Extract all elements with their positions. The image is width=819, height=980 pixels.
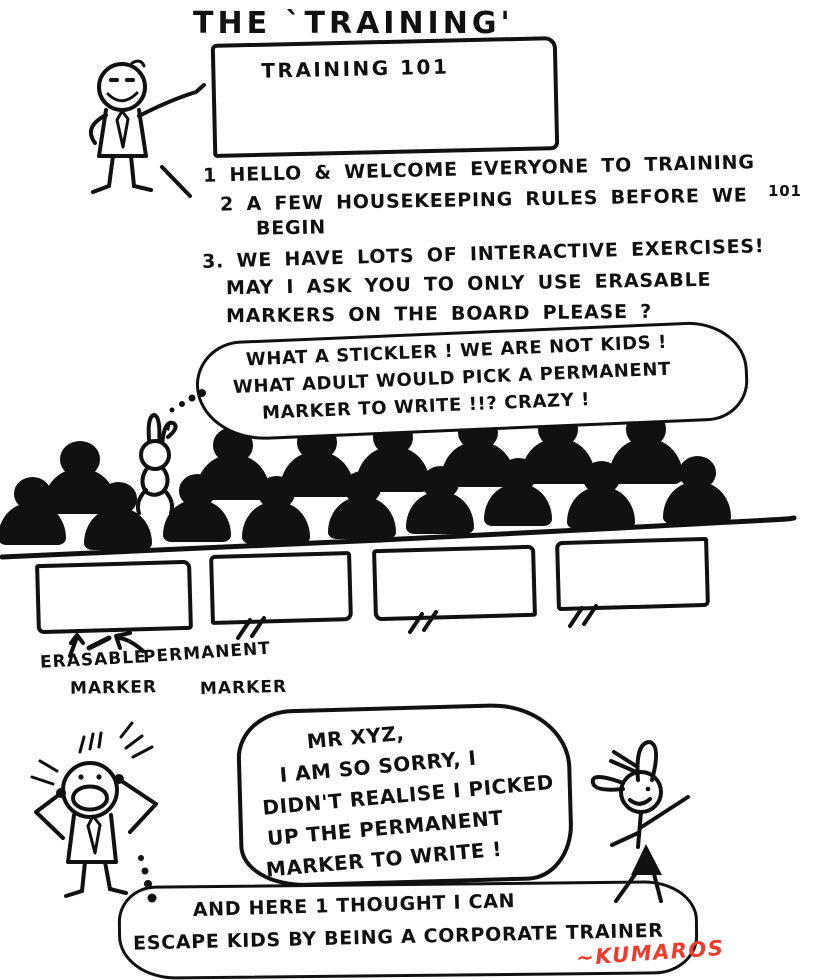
trainer-legs bbox=[80, 860, 112, 893]
label-permanent-marker: MARKER bbox=[199, 676, 288, 700]
audience-member bbox=[163, 474, 231, 542]
rule-3: 3. WE HAVE LOTS OF INTERACTIVE EXERCISES… bbox=[201, 235, 765, 273]
rule-2-cont: BEGIN bbox=[255, 216, 327, 240]
kid-ear-left bbox=[590, 775, 625, 792]
audience-member bbox=[609, 411, 683, 484]
apology-speech-bubble: MR XYZ, I AM SO SORRY, I DIDN'T REALISE … bbox=[235, 701, 575, 889]
audience-member-body bbox=[567, 487, 635, 529]
audience-member bbox=[242, 476, 310, 544]
presenter-head bbox=[97, 62, 147, 112]
kid-arm-left bbox=[610, 831, 640, 847]
kid-arm-raised bbox=[638, 795, 690, 830]
presenter-body bbox=[97, 108, 148, 158]
rule-1: 1 HELLO & WELCOME EVERYONE TO TRAINING bbox=[202, 151, 755, 187]
trainer-hand-left bbox=[56, 788, 66, 798]
trainer-thought-line-1: AND HERE 1 THOUGHT I CAN bbox=[192, 890, 516, 922]
erasable-marker-pen bbox=[86, 635, 112, 651]
trainer-hand-right bbox=[114, 774, 124, 784]
presenter-arm-left bbox=[88, 113, 108, 145]
trainer-arm-left bbox=[34, 792, 65, 840]
bunny-head bbox=[139, 439, 171, 471]
kid-ear-right bbox=[635, 740, 658, 782]
trainer-hair-spikes bbox=[78, 731, 103, 754]
label-permanent: PERMANENT bbox=[142, 638, 272, 668]
audience-member bbox=[663, 456, 731, 524]
presenter-figure bbox=[88, 59, 206, 198]
table-3 bbox=[372, 544, 537, 622]
rule-3-cont-1: MAY I ASK YOU TO ONLY USE ERASABLE bbox=[225, 268, 712, 300]
label-erasable-marker: MARKER bbox=[69, 677, 158, 699]
audience-member-body bbox=[84, 508, 152, 550]
rule-3-cont-2: MARKERS ON THE BOARD PLEASE ? bbox=[225, 300, 653, 328]
presenter-feet bbox=[91, 184, 153, 194]
audience-member-body bbox=[663, 482, 731, 524]
presenter-hair bbox=[130, 59, 146, 68]
audience-member bbox=[484, 458, 552, 526]
presenter-tie bbox=[115, 109, 130, 149]
trainer-head bbox=[61, 761, 119, 819]
audience-member-body bbox=[242, 502, 310, 544]
trainer-eye-left bbox=[78, 774, 84, 780]
audience-member-body bbox=[163, 500, 231, 542]
trainer-body bbox=[66, 813, 118, 864]
shock-lines-left bbox=[30, 759, 59, 786]
kid-hair-spikes bbox=[609, 750, 638, 773]
presenter-arm-pointing bbox=[137, 83, 206, 118]
kid-head bbox=[619, 770, 663, 814]
shock-lines-right bbox=[119, 721, 154, 759]
trainer-open-mouth bbox=[71, 784, 109, 812]
shocked-trainer-figure bbox=[30, 721, 158, 898]
rule-1-note: 101 bbox=[768, 182, 802, 200]
audience-member bbox=[406, 466, 474, 534]
audience-member bbox=[567, 461, 635, 529]
bunny-ear-left bbox=[146, 413, 162, 450]
bunny-bow bbox=[163, 422, 171, 431]
trainer-feet bbox=[64, 887, 128, 898]
audience-member-body bbox=[0, 503, 66, 545]
kid-body bbox=[636, 810, 643, 849]
audience-member bbox=[0, 477, 66, 545]
audience-member bbox=[328, 471, 396, 539]
audience-member-body bbox=[484, 484, 552, 526]
kid-figure bbox=[590, 740, 690, 903]
audience-member bbox=[84, 482, 152, 550]
presenter-legs bbox=[107, 154, 136, 188]
presenter-smile bbox=[106, 91, 139, 103]
trainer-eye-right bbox=[96, 774, 102, 780]
trainer-tie bbox=[86, 814, 102, 855]
kid-smile bbox=[628, 797, 652, 806]
whiteboard: TRAINING 101 bbox=[210, 36, 560, 158]
audience-member-body bbox=[328, 497, 396, 539]
label-erasable: ERASABLE bbox=[39, 647, 148, 673]
kid-shorts bbox=[631, 844, 662, 875]
trainer-arm-right bbox=[118, 778, 158, 834]
bunny-ear-right bbox=[160, 420, 178, 448]
cartoon-title: THE `TRAINING' bbox=[193, 6, 514, 41]
rule-2: 2 A FEW HOUSEKEEPING RULES BEFORE WE bbox=[219, 184, 748, 216]
table-4 bbox=[555, 536, 710, 612]
audience-member-body bbox=[406, 492, 474, 534]
table-2 bbox=[209, 551, 353, 625]
whiteboard-heading: TRAINING 101 bbox=[261, 54, 450, 83]
pointer-stroke bbox=[160, 165, 192, 198]
table-1 bbox=[35, 559, 193, 635]
kid-eye bbox=[645, 786, 651, 792]
